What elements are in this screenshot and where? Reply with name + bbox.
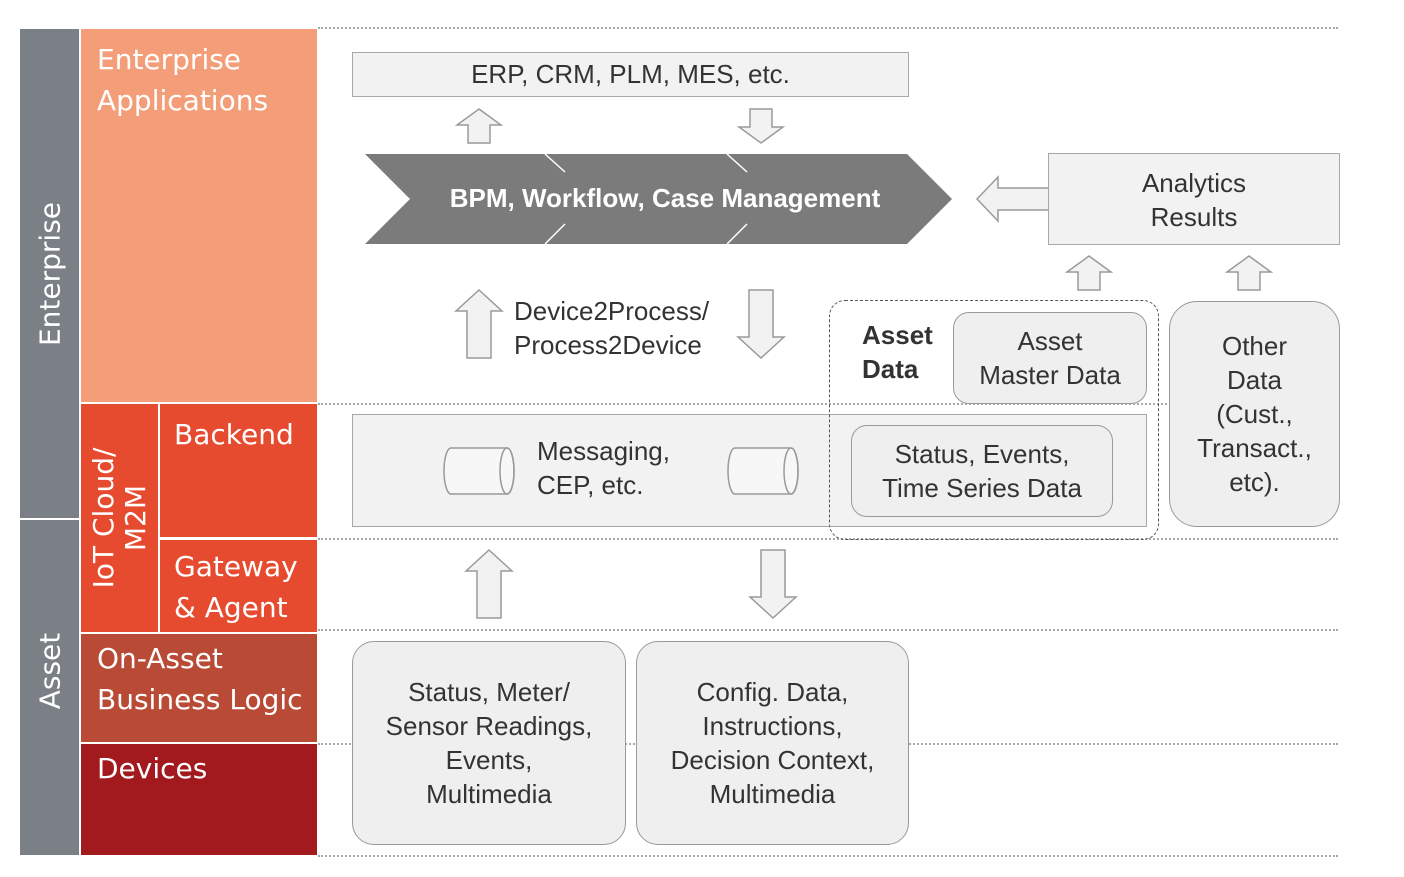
separator-top — [318, 27, 1338, 29]
status-meter-line-1: Status, Meter/ — [408, 677, 570, 707]
devices-label: Devices — [97, 752, 208, 785]
backend-label: Backend — [174, 418, 294, 451]
separator-gateway-asset — [318, 629, 1338, 631]
status-meter-line-2: Sensor Readings, — [385, 711, 593, 741]
config-data-line-4: Multimedia — [709, 779, 836, 809]
analytics-line-2: Results — [1150, 202, 1238, 232]
bpm-label: BPM, Workflow, Case Management — [449, 183, 881, 213]
messaging-line-1: Messaging, — [537, 436, 670, 466]
separator-enterprise-backend — [318, 403, 1338, 405]
arrow-up-erp-icon — [454, 108, 504, 144]
other-data-line-1: Other — [1221, 331, 1288, 361]
other-data-line-2: Data — [1227, 365, 1282, 395]
arrow-up-other-data-icon — [1224, 255, 1274, 291]
on-asset-line-1: On-Asset — [97, 642, 223, 675]
arrow-up-device2process-icon — [454, 288, 504, 359]
enterprise-applications-line-1: Enterprise — [97, 43, 242, 76]
asset-data-label: Asset Data — [862, 318, 933, 386]
sidebar-enterprise: Enterprise — [20, 29, 79, 518]
erp-label: ERP, CRM, PLM, MES, etc. — [471, 59, 790, 89]
arrow-down-gateway-icon — [748, 549, 798, 620]
enterprise-applications-line-2: Applications — [97, 84, 269, 117]
layer-on-asset: On-Asset Business Logic — [81, 634, 317, 742]
arrow-down-erp-icon — [736, 108, 786, 144]
separator-bottom — [318, 855, 1338, 857]
config-data-line-1: Config. Data, — [696, 677, 849, 707]
analytics-results-box: Analytics Results — [1048, 153, 1340, 245]
layer-enterprise-applications: Enterprise Applications — [81, 29, 317, 402]
iot-cloud-line-2: M2M — [118, 484, 152, 552]
on-asset-line-2: Business Logic — [97, 683, 303, 716]
status-meter-line-4: Multimedia — [426, 779, 552, 809]
iot-cloud-line-1: IoT Cloud/ — [86, 447, 120, 589]
separator-backend-gateway — [318, 538, 1338, 540]
sidebar-asset-label: Asset — [33, 632, 66, 710]
device2process-line-1: Device2Process/ — [514, 296, 710, 326]
asset-data-line-2: Data — [862, 354, 919, 384]
arrow-up-asset-data-icon — [1064, 255, 1114, 291]
analytics-line-1: Analytics — [1141, 168, 1247, 198]
arrow-left-analytics-icon — [975, 175, 1052, 223]
messaging-label: Messaging, CEP, etc. — [537, 434, 717, 502]
device2process-line-2: Process2Device — [514, 330, 702, 360]
other-data-line-4: Transact., — [1197, 433, 1312, 463]
arrow-down-process2device-icon — [736, 289, 786, 360]
other-data-line-5: etc). — [1229, 467, 1280, 497]
gateway-agent-line-2: & Agent — [174, 591, 288, 624]
arrow-up-gateway-icon — [464, 548, 514, 619]
other-data-line-3: (Cust., — [1216, 399, 1293, 429]
status-events-box: Status, Events, Time Series Data — [851, 425, 1113, 517]
config-data-line-3: Decision Context, — [670, 745, 875, 775]
layer-devices: Devices — [81, 744, 317, 855]
asset-master-data-box: Asset Master Data — [953, 312, 1147, 404]
asset-data-line-1: Asset — [862, 320, 933, 350]
asset-master-data-line-2: Master Data — [979, 360, 1121, 390]
erp-box: ERP, CRM, PLM, MES, etc. — [352, 52, 909, 97]
gateway-agent-line-1: Gateway — [174, 550, 298, 583]
queue-cylinder-left-icon — [443, 447, 515, 495]
iot-cloud-label: IoT Cloud/ M2M — [86, 447, 152, 589]
layer-gateway-agent: Gateway & Agent — [160, 540, 317, 632]
other-data-box: Other Data (Cust., Transact., etc). — [1169, 301, 1340, 527]
bpm-chevron-shape — [365, 153, 952, 245]
queue-cylinder-right-icon — [727, 447, 799, 495]
status-events-line-2: Time Series Data — [882, 473, 1082, 503]
status-events-line-1: Status, Events, — [894, 439, 1070, 469]
config-data-box: Config. Data, Instructions, Decision Con… — [636, 641, 909, 845]
device2process-label: Device2Process/ Process2Device — [514, 294, 739, 362]
status-meter-box: Status, Meter/ Sensor Readings, Events, … — [352, 641, 626, 845]
config-data-line-2: Instructions, — [702, 711, 843, 741]
status-meter-line-3: Events, — [445, 745, 533, 775]
sidebar-asset: Asset — [20, 520, 79, 855]
messaging-line-2: CEP, etc. — [537, 470, 644, 500]
layer-iot-cloud: IoT Cloud/ M2M — [81, 404, 158, 632]
asset-master-data-line-1: Asset — [1017, 326, 1083, 356]
sidebar-enterprise-label: Enterprise — [33, 201, 66, 346]
asset-data-group — [829, 300, 1159, 540]
layer-backend: Backend — [160, 404, 317, 537]
